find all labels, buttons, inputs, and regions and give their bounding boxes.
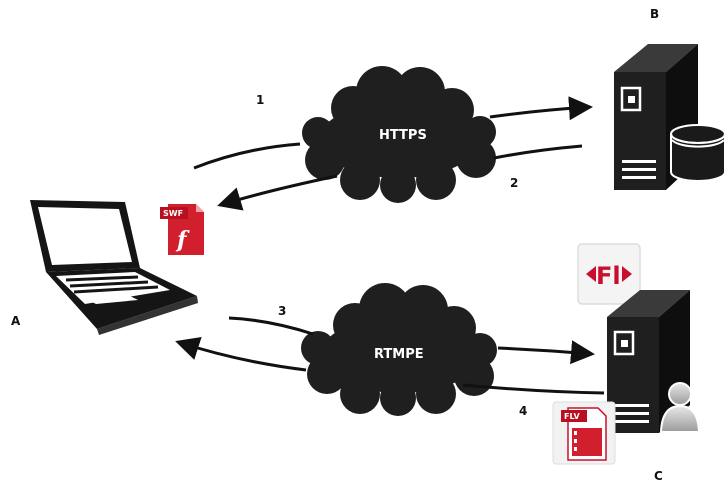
https-cloud: HTTPS <box>302 66 496 203</box>
fl-icon-text: Fl <box>596 262 621 290</box>
flv-file-tag: FLV <box>564 412 580 421</box>
node-label-b: B <box>650 7 659 21</box>
arrow-rtmpe-to-laptop <box>175 337 307 372</box>
flv-file-icon: FLV <box>552 401 616 465</box>
step-label-4: 4 <box>519 404 527 418</box>
rtmpe-cloud: RTMPE <box>301 283 497 416</box>
swf-file-tag: SWF <box>163 209 183 218</box>
rtmpe-cloud-label: RTMPE <box>374 347 424 362</box>
connector-laptop-to-rtmpe <box>228 316 314 336</box>
server-b-icon <box>614 44 726 190</box>
swf-file-icon: SWF f <box>160 204 204 255</box>
swf-file-glyph: f <box>175 227 190 253</box>
step-label-2: 2 <box>510 176 518 190</box>
node-label-a: A <box>11 314 21 328</box>
step-label-1: 1 <box>256 93 264 107</box>
connector-laptop-to-https <box>193 142 301 170</box>
node-label-c: C <box>654 469 663 481</box>
step-label-3: 3 <box>278 304 286 318</box>
laptop-icon <box>30 200 198 335</box>
arrow-https-to-server-b <box>489 96 593 121</box>
connector-server-c-to-rtmpe <box>462 383 605 395</box>
arrow-https-to-laptop <box>217 174 338 211</box>
arrow-rtmpe-to-server-c <box>497 340 595 365</box>
user-icon <box>659 382 701 433</box>
flash-fl-icon: Fl <box>577 243 641 305</box>
https-cloud-label: HTTPS <box>379 128 427 143</box>
connector-server-b-to-https <box>493 144 583 160</box>
